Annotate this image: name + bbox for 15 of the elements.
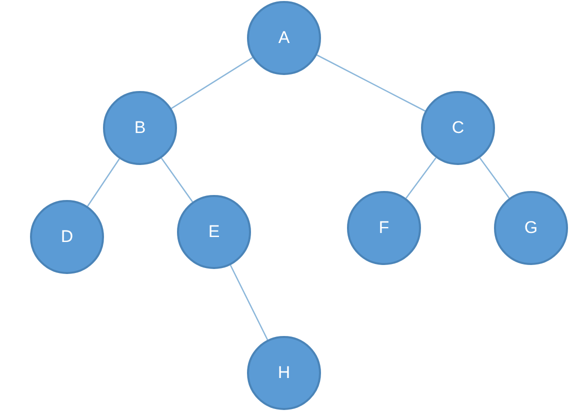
connector-line xyxy=(87,158,120,207)
node-letter: A xyxy=(278,27,290,50)
node-letter: E xyxy=(208,221,220,244)
connector-line xyxy=(316,54,426,112)
connector-line xyxy=(479,158,510,198)
node-letter: C xyxy=(452,117,464,140)
node-letter: H xyxy=(278,362,290,384)
connector-line xyxy=(405,157,437,199)
node-letter: D xyxy=(60,226,74,248)
connector-line xyxy=(160,158,194,202)
node-letter: B xyxy=(134,117,146,140)
node-letter: G xyxy=(524,217,538,240)
connector-line xyxy=(230,264,268,340)
node-letter: F xyxy=(378,217,390,240)
connector-line xyxy=(171,57,253,109)
